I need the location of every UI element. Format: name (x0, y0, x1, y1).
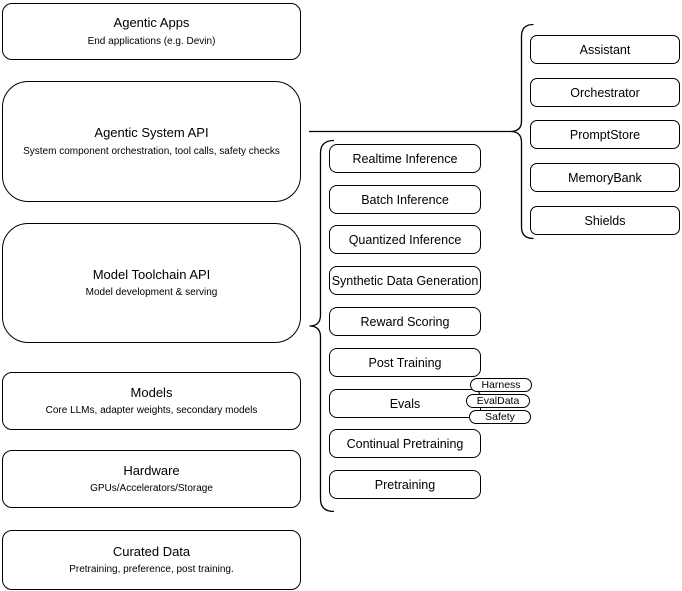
node-hardware: Hardware GPUs/Accelerators/Storage (2, 450, 301, 508)
node-agentic-apps: Agentic Apps End applications (e.g. Devi… (2, 3, 301, 60)
node-label: Evals (389, 396, 421, 411)
node-title: Models (130, 384, 173, 400)
node-label: Continual Pretraining (346, 436, 464, 451)
node-quantized-inference: Quantized Inference (329, 225, 481, 254)
node-model-toolchain-api: Model Toolchain API Model development & … (2, 223, 301, 343)
node-subtitle: Pretraining, preference, post training. (69, 564, 234, 576)
node-memorybank: MemoryBank (530, 163, 680, 192)
node-post-training: Post Training (329, 348, 481, 377)
node-label: Batch Inference (361, 192, 449, 207)
tag-safety: Safety (469, 410, 531, 424)
node-subtitle: Core LLMs, adapter weights, secondary mo… (45, 405, 258, 417)
node-continual-pretraining: Continual Pretraining (329, 429, 481, 458)
node-label: Reward Scoring (360, 314, 450, 329)
node-title: Model Toolchain API (92, 266, 211, 282)
node-batch-inference: Batch Inference (329, 185, 481, 214)
node-agentic-system-api: Agentic System API System component orch… (2, 81, 301, 202)
node-title: Curated Data (112, 543, 191, 559)
node-promptstore: PromptStore (530, 120, 680, 149)
node-subtitle: End applications (e.g. Devin) (87, 35, 216, 47)
node-label: Pretraining (374, 477, 436, 492)
node-label: Quantized Inference (348, 232, 462, 247)
node-models: Models Core LLMs, adapter weights, secon… (2, 372, 301, 430)
node-realtime-inference: Realtime Inference (329, 144, 481, 173)
node-title: Hardware (123, 462, 180, 478)
node-label: Assistant (579, 42, 631, 57)
node-title: Agentic Apps (113, 15, 190, 31)
node-subtitle: System component orchestration, tool cal… (23, 145, 280, 157)
node-synthetic-data-generation: Synthetic Data Generation (329, 266, 481, 295)
node-label: MemoryBank (568, 170, 642, 185)
node-label: Realtime Inference (352, 151, 458, 166)
node-label: Synthetic Data Generation (331, 273, 479, 288)
node-reward-scoring: Reward Scoring (329, 307, 481, 336)
node-title: Agentic System API (94, 125, 209, 141)
node-subtitle: GPUs/Accelerators/Storage (90, 483, 213, 495)
tag-evaldata: EvalData (466, 394, 530, 408)
node-label: PromptStore (569, 127, 641, 142)
node-curated-data: Curated Data Pretraining, preference, po… (2, 530, 301, 590)
tag-harness: Harness (470, 378, 532, 392)
node-subtitle: Model development & serving (85, 287, 218, 299)
node-label: Orchestrator (570, 85, 640, 100)
node-assistant: Assistant (530, 35, 680, 64)
node-pretraining: Pretraining (329, 470, 481, 499)
node-label: Shields (584, 213, 626, 228)
node-orchestrator: Orchestrator (530, 78, 680, 107)
node-shields: Shields (530, 206, 680, 235)
node-label: Post Training (368, 355, 442, 370)
node-evals: Evals (329, 389, 481, 418)
